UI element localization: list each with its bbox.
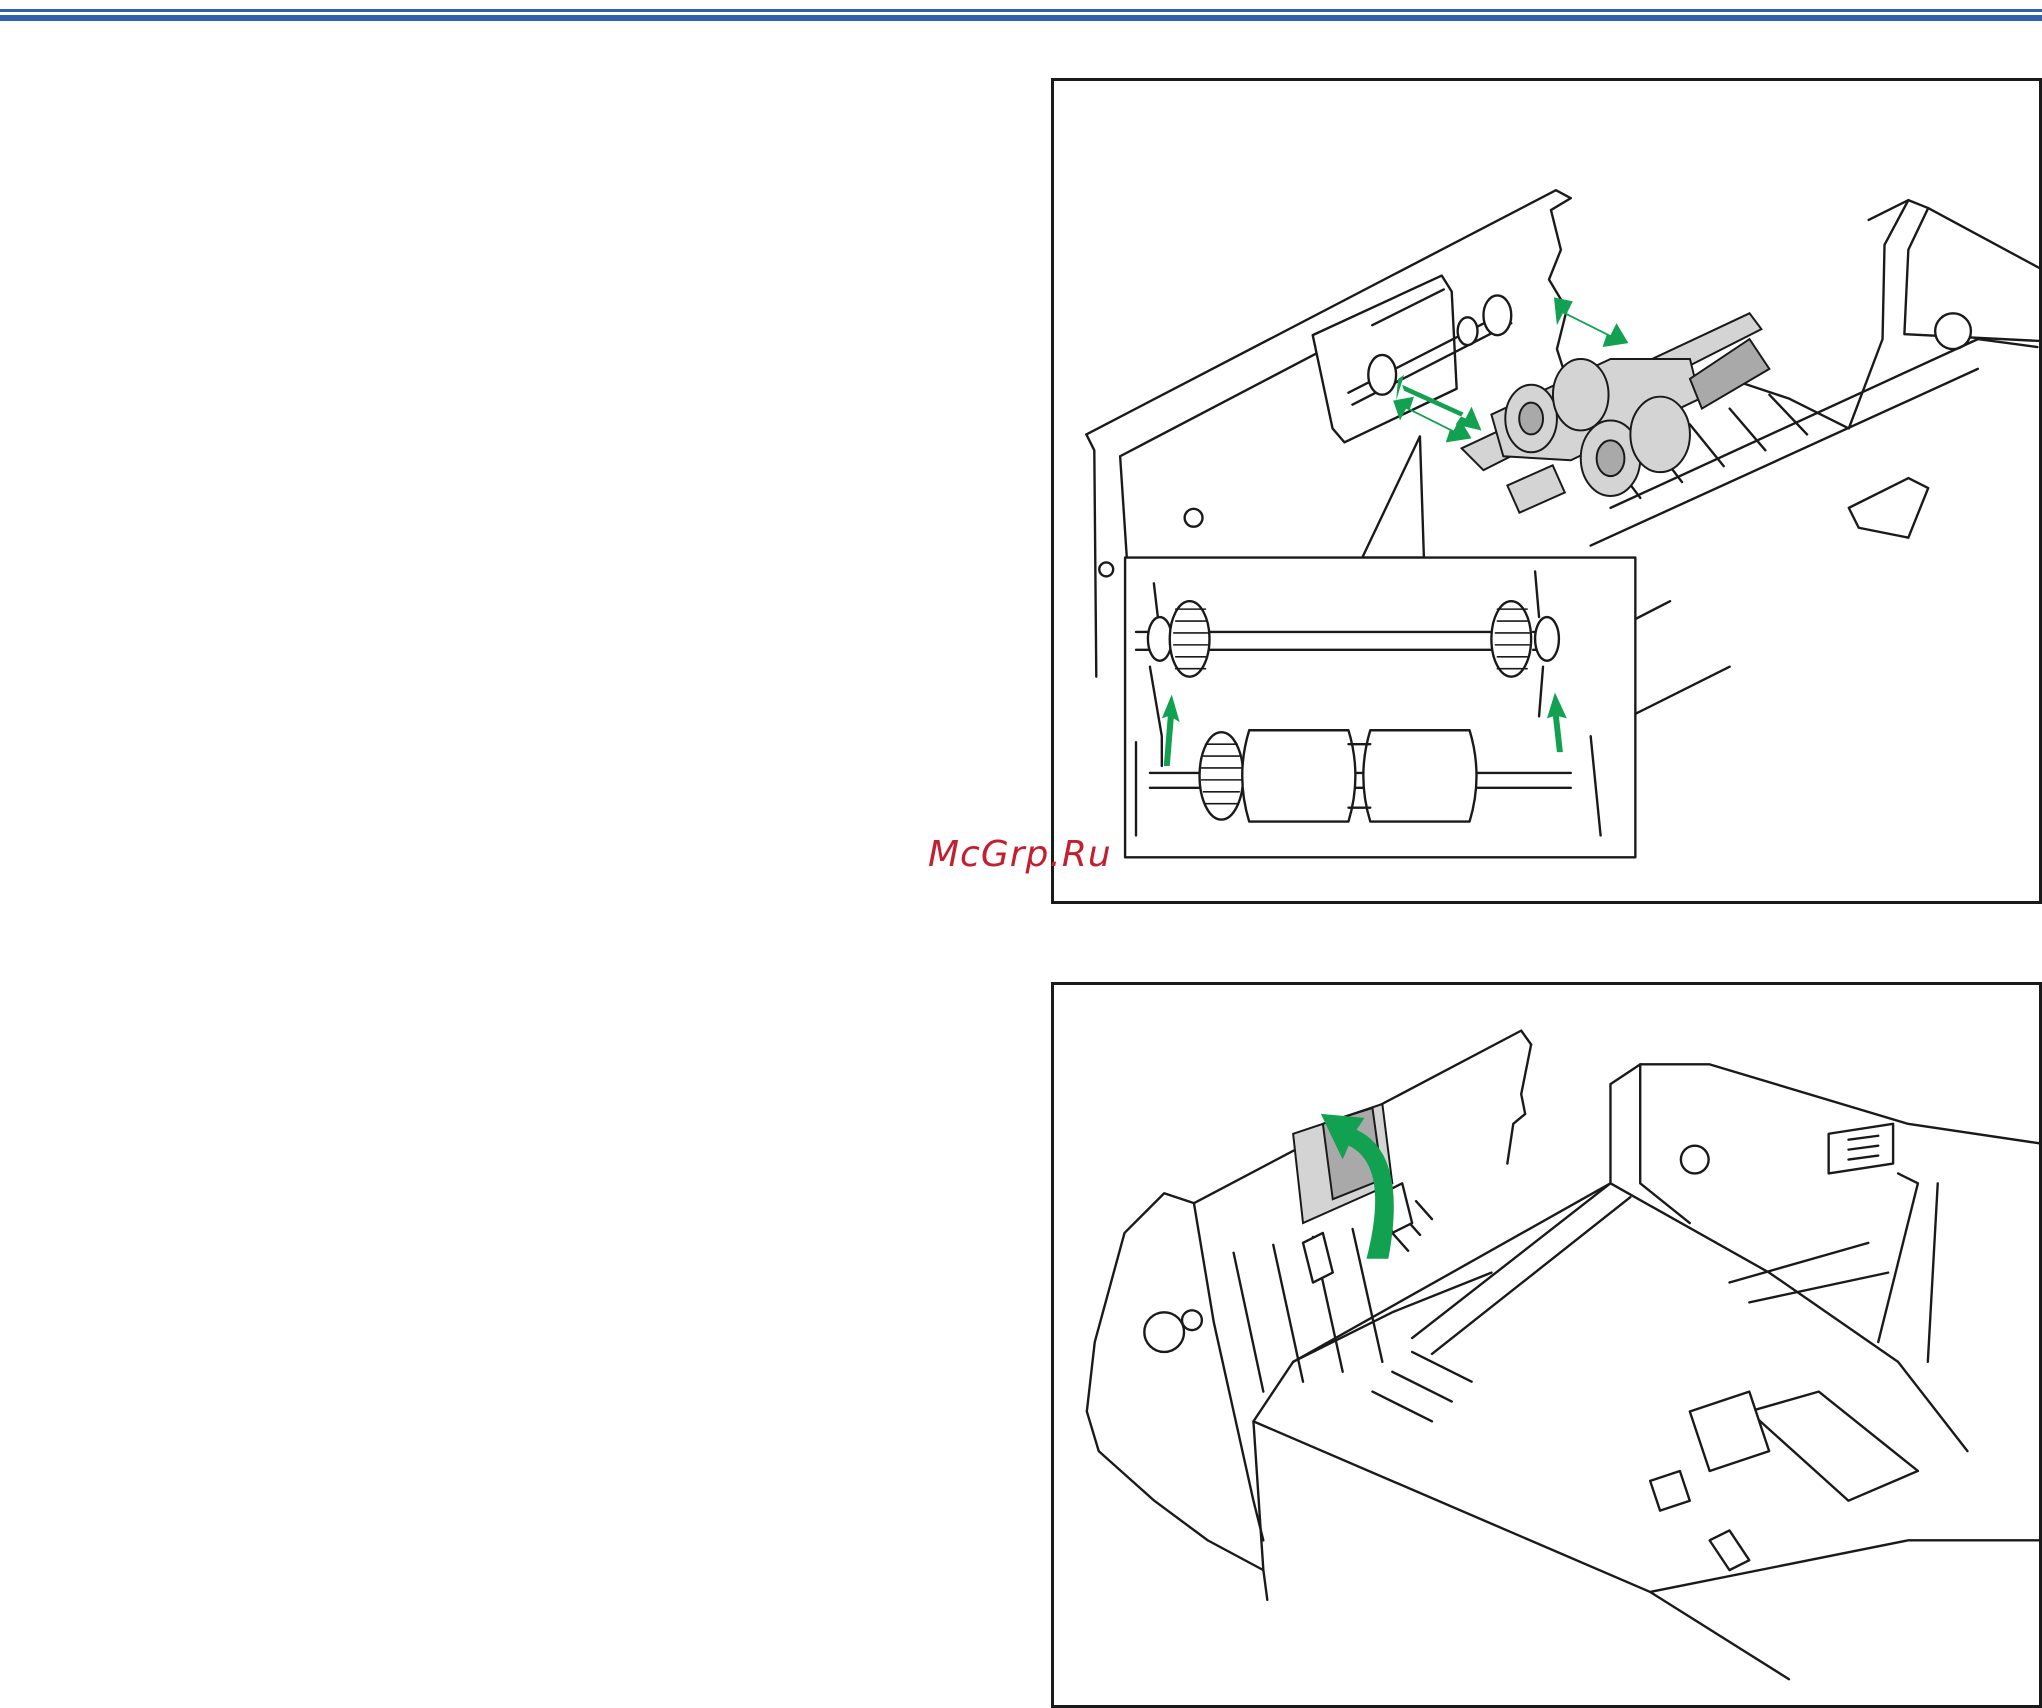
scanner-body [1087,1031,2039,1680]
header-rule-thick [0,15,2042,21]
figure-close-cover [1051,982,2042,1708]
roller-installation-drawing [1054,81,2039,901]
arrow-icon [1393,397,1471,443]
cover-closing-drawing [1054,985,2039,1705]
header-rule-thin [0,9,2042,12]
header-rule [0,9,2042,21]
watermark-text: McGrp.Ru [928,834,1112,875]
inset-closeup [1125,558,1635,858]
arrow-icon [1554,297,1628,347]
callout-pointer [1362,436,1424,557]
figure-roller-installation [1051,78,2042,904]
